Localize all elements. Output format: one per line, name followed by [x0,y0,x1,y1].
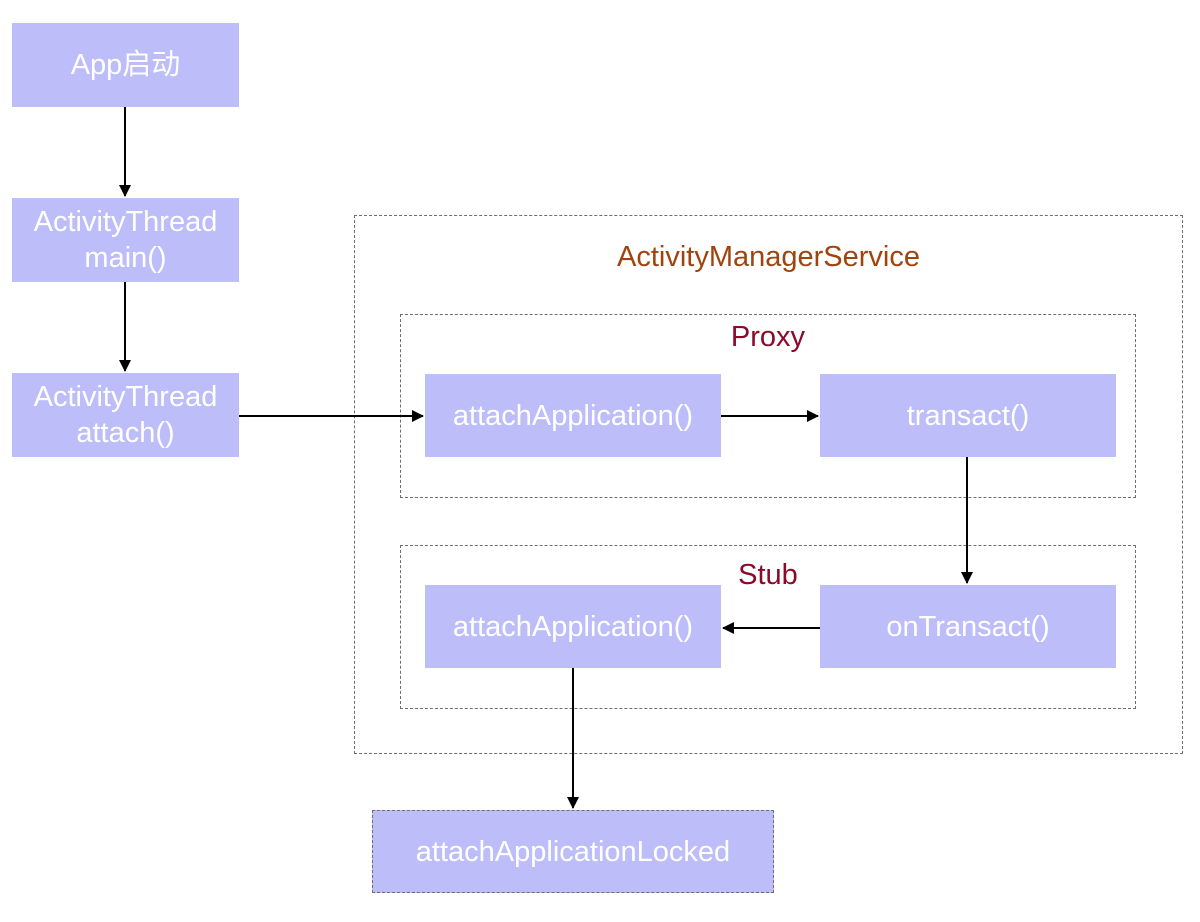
activity-manager-service-label: ActivityManagerService [617,241,920,273]
activity-manager-service-group [354,215,1183,754]
proxy-label: Proxy [730,321,806,353]
proxy-group [400,314,1136,498]
stub-label: Stub [738,559,798,591]
transact-node: transact() [820,374,1116,457]
attach-application-locked-node: attachApplicationLocked [372,810,774,893]
attach-application-locked-label: attachApplicationLocked [415,835,731,868]
activity-thread-attach-line2: attach() [76,417,175,449]
on-transact-node: onTransact() [820,585,1116,668]
activity-thread-attach-node: ActivityThread attach() [12,373,239,457]
transact-label: transact() [906,399,1030,432]
proxy-attach-application-node: attachApplication() [425,374,721,457]
on-transact-label: onTransact() [886,610,1050,643]
activity-thread-main-line2: main() [84,242,167,274]
app-start-label: App启动 [70,49,181,81]
activity-thread-main-line1: ActivityThread [33,206,218,238]
activity-thread-attach-line1: ActivityThread [33,381,218,413]
activity-thread-main-node: ActivityThread main() [12,198,239,282]
proxy-attach-application-label: attachApplication() [452,399,694,432]
stub-group [400,545,1136,709]
stub-attach-application-node: attachApplication() [425,585,721,668]
app-start-node: App启动 [12,23,239,107]
stub-attach-application-label: attachApplication() [452,610,694,643]
